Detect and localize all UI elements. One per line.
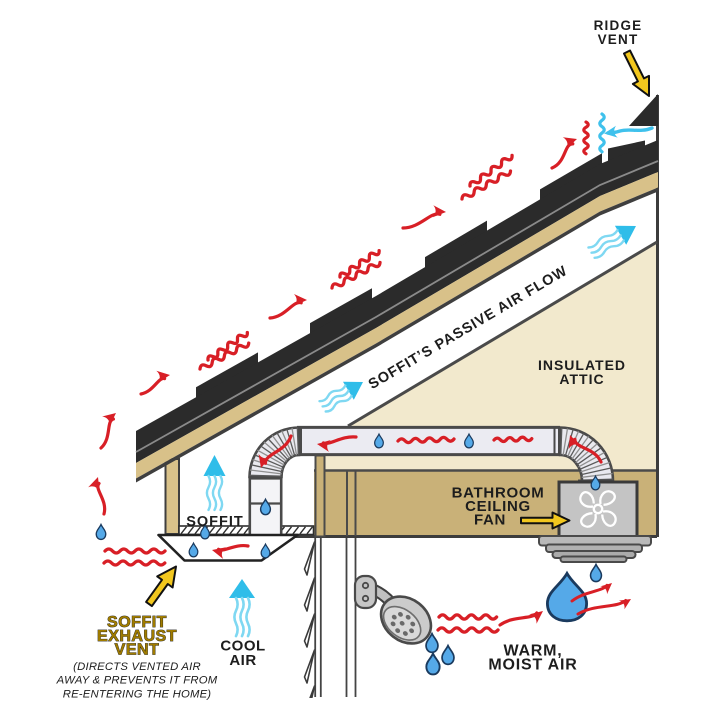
svg-text:BATHROOM: BATHROOM	[452, 485, 545, 502]
svg-text:FAN: FAN	[474, 512, 506, 529]
svg-text:ATTIC: ATTIC	[559, 371, 604, 387]
svg-text:RIDGE: RIDGE	[594, 18, 643, 33]
svg-text:CEILING: CEILING	[465, 498, 531, 515]
svg-text:SOFFIT: SOFFIT	[186, 514, 244, 530]
svg-text:MOIST AIR: MOIST AIR	[488, 657, 577, 674]
svg-text:EXHAUST: EXHAUST	[97, 628, 177, 645]
svg-text:RE-ENTERING THE HOME): RE-ENTERING THE HOME)	[63, 688, 212, 700]
svg-text:WARM,: WARM,	[503, 643, 562, 660]
svg-text:VENT: VENT	[115, 642, 160, 659]
svg-text:SOFFIT: SOFFIT	[107, 614, 167, 631]
svg-text:(DIRECTS VENTED AIR: (DIRECTS VENTED AIR	[73, 661, 201, 673]
svg-text:COOL: COOL	[220, 638, 265, 655]
svg-text:AWAY & PREVENTS IT FROM: AWAY & PREVENTS IT FROM	[56, 675, 218, 687]
svg-text:VENT: VENT	[598, 32, 639, 47]
svg-text:AIR: AIR	[229, 652, 256, 669]
svg-text:INSULATED: INSULATED	[538, 357, 626, 373]
